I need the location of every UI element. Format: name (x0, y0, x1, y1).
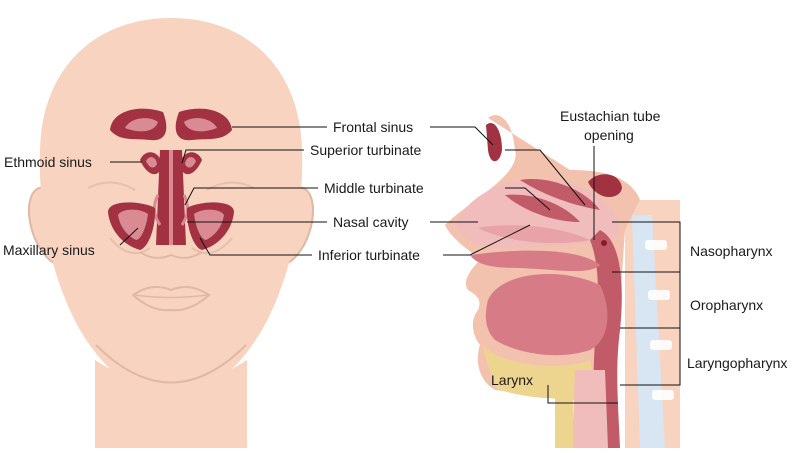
tongue (485, 273, 608, 356)
ethmoid-sinus-shapes (140, 152, 202, 175)
left-cheek-line (109, 237, 151, 255)
neck (95, 360, 247, 448)
lip-line (134, 294, 208, 299)
jaw-line (95, 344, 247, 384)
label-ethmoid-sinus: Ethmoid sinus (4, 154, 92, 170)
eustachian-opening-dot (601, 240, 607, 246)
left-eye-line (87, 181, 136, 191)
label-laryngopharynx: Laryngopharynx (687, 355, 787, 371)
bracket-laryngopharynx (620, 327, 681, 386)
nasal-cavity-shape (153, 150, 189, 245)
mandible (482, 345, 596, 399)
larynx-tissue (572, 370, 608, 448)
label-oropharynx: Oropharynx (690, 297, 763, 313)
label-middle-turbinate: Middle turbinate (324, 180, 424, 196)
palate (470, 250, 600, 272)
label-inferior-turbinate: Inferior turbinate (318, 247, 420, 263)
label-frontal-sinus: Frontal sinus (333, 119, 413, 135)
labels: Frontal sinus Ethmoid sinus Superior tur… (3, 108, 787, 388)
sphenoid-sinus (588, 174, 622, 198)
leader-maxillary (119, 227, 139, 246)
vertebrae (645, 240, 674, 400)
label-nasopharynx: Nasopharynx (690, 243, 773, 259)
leader-inferior-right (443, 224, 531, 256)
label-maxillary-sinus: Maxillary sinus (3, 242, 95, 258)
leader-lines (110, 126, 681, 404)
maxillary-sinus-shapes (108, 202, 234, 250)
leader-middle-right (505, 187, 551, 211)
label-larynx: Larynx (491, 372, 533, 388)
leader-frontal-right (430, 126, 494, 146)
sagittal-head (445, 115, 680, 448)
middle-turbinate-shape (505, 194, 580, 222)
front-head (27, 18, 315, 448)
label-eustachian-line1: Eustachian tube (560, 108, 661, 124)
leader-superior (181, 149, 304, 164)
trachea-yellow (555, 395, 573, 448)
leader-middle (184, 187, 318, 206)
label-superior-turbinate: Superior turbinate (310, 142, 422, 158)
label-nasal-cavity: Nasal cavity (333, 214, 408, 230)
spine-blue (632, 215, 665, 448)
superior-turbinate-shape (520, 179, 600, 210)
bracket-larynx (547, 385, 618, 404)
inferior-turbinate-shape (478, 225, 590, 244)
label-eustachian-line2: opening (584, 127, 634, 143)
nose-base (139, 251, 203, 259)
frontal-sinus-shapes (110, 108, 232, 141)
lips (131, 285, 211, 312)
leader-inferior (199, 237, 312, 256)
right-cheek-line (191, 237, 233, 255)
frontal-sinus-sagittal (486, 122, 502, 162)
leader-superior-right (505, 149, 586, 206)
